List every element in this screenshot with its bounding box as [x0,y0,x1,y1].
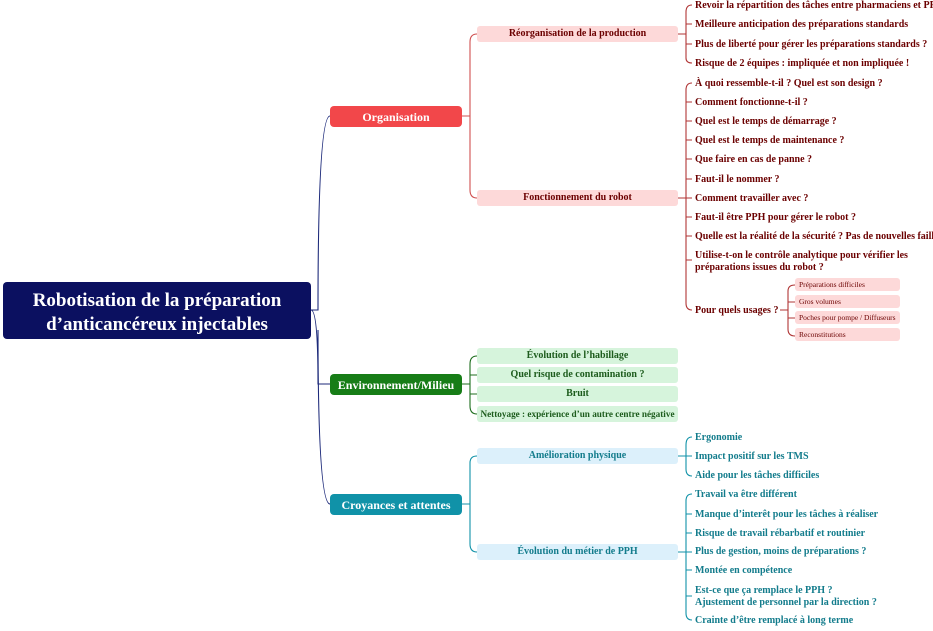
topic-evolution-metier[interactable]: Évolution du métier de PPH [477,544,678,560]
leaf-text: Aide pour les tâches difficiles [695,470,820,481]
leaf-reorg-3[interactable]: Plus de liberté pour gérer les préparati… [695,38,927,51]
leaf-amel-1[interactable]: Ergonomie [695,431,742,444]
leaf-text: Utilise-t-on le contrôle analytique pour… [695,250,908,261]
usage-text: Poches pour pompe / Diffuseurs [799,313,896,322]
leaf-robot-2[interactable]: Comment fonctionne-t-il ? [695,96,808,109]
link-robot-leaves [678,82,693,311]
root-title: Robotisation de la préparation d’antican… [32,290,282,335]
leaf-amel-3[interactable]: Aide pour les tâches difficiles [695,469,819,482]
leaf-evol-5[interactable]: Montée en compétence [695,564,792,577]
leaf-text: Faut-il le nommer ? [695,174,780,185]
topic-fonctionnement-label: Fonctionnement du robot [523,192,632,203]
topic-reorganisation-label: Réorganisation de la production [508,28,647,39]
leaf-robot-10[interactable]: Utilise-t-on le contrôle analytique pour… [695,249,908,262]
topic-croyances-label: Croyances et attentes [341,498,451,512]
leaf-text: Crainte d’être remplacé à long terme [695,615,854,626]
leaf-evol-6b: Ajustement de personnel par la direction… [695,596,877,609]
leaf-text: Faut-il être PPH pour gérer le robot ? [695,212,856,223]
link-org-sub [462,33,478,199]
leaf-robot-10b: préparations issues du robot ? [695,261,824,274]
leaf-evol-7[interactable]: Crainte d’être remplacé à long terme [695,614,853,627]
usage-item-3[interactable]: Poches pour pompe / Diffuseurs [795,311,900,324]
leaf-robot-6[interactable]: Faut-il le nommer ? [695,173,780,186]
usage-text: Reconstitutions [799,330,846,339]
leaf-text: Revoir la répartition des tâches entre p… [695,0,933,11]
env-item-3[interactable]: Bruit [477,386,678,402]
leaf-usages[interactable]: Pour quels usages ? [695,304,778,317]
root-topic[interactable]: Robotisation de la préparation d’antican… [3,282,311,339]
leaf-text: Plus de liberté pour gérer les préparati… [695,39,928,50]
leaf-text: Comment fonctionne-t-il ? [695,97,808,108]
link-reorg-leaves [678,4,693,64]
leaf-robot-1[interactable]: À quoi ressemble-t-il ? Quel est son des… [695,77,883,90]
leaf-text: Comment travailler avec ? [695,193,809,204]
leaf-text: Pour quels usages ? [695,305,779,316]
topic-reorganisation[interactable]: Réorganisation de la production [477,26,678,42]
leaf-evol-6[interactable]: Est-ce que ça remplace le PPH ? [695,584,833,597]
env-item-2[interactable]: Quel risque de contamination ? [477,367,678,383]
link-root-organisation [311,115,331,311]
leaf-robot-7[interactable]: Comment travailler avec ? [695,192,808,205]
leaf-text: Manque d’interêt pour les tâches à réali… [695,509,879,520]
env-item-4[interactable]: Nettoyage : expérience d’un autre centre… [477,406,678,422]
topic-fonctionnement-robot[interactable]: Fonctionnement du robot [477,190,678,206]
leaf-evol-4[interactable]: Plus de gestion, moins de préparations ? [695,545,866,558]
env-item-1[interactable]: Évolution de l’habillage [477,348,678,364]
leaf-robot-4[interactable]: Quel est le temps de maintenance ? [695,134,844,147]
link-root-croyances [317,329,331,505]
link-amel-leaves [678,436,693,477]
leaf-evol-2[interactable]: Manque d’interêt pour les tâches à réali… [695,508,878,521]
link-env [462,355,478,415]
leaf-text: Ajustement de personnel par la direction… [695,597,877,608]
leaf-text: Quelle est la réalité de la sécurité ? P… [695,231,933,242]
link-cro-sub [462,455,478,553]
topic-evolution-label: Évolution du métier de PPH [517,546,638,557]
leaf-evol-3[interactable]: Risque de travail rébarbatif et routinie… [695,527,865,540]
leaf-robot-5[interactable]: Que faire en cas de panne ? [695,153,812,166]
topic-organisation-label: Organisation [362,110,430,124]
env-text: Quel risque de contamination ? [510,369,645,380]
topic-organisation[interactable]: Organisation [330,106,462,127]
leaf-robot-8[interactable]: Faut-il être PPH pour gérer le robot ? [695,211,856,224]
usage-item-1[interactable]: Préparations difficiles [795,278,900,291]
topic-environnement[interactable]: Environnement/Milieu [330,374,462,395]
link-evol-leaves [678,493,693,621]
usage-text: Gros volumes [799,297,841,306]
leaf-text: À quoi ressemble-t-il ? Quel est son des… [695,78,883,89]
leaf-amel-2[interactable]: Impact positif sur les TMS [695,450,809,463]
env-text: Évolution de l’habillage [526,350,629,361]
leaf-text: Montée en compétence [695,565,793,576]
topic-amelioration-label: Amélioration physique [528,450,627,461]
leaf-text: Est-ce que ça remplace le PPH ? [695,585,833,596]
leaf-robot-3[interactable]: Quel est le temps de démarrage ? [695,115,837,128]
topic-amelioration-physique[interactable]: Amélioration physique [477,448,678,464]
usage-item-2[interactable]: Gros volumes [795,295,900,308]
leaf-text: Ergonomie [695,432,743,443]
leaf-text: préparations issues du robot ? [695,262,824,273]
leaf-text: Risque de 2 équipes : impliquée et non i… [695,58,910,69]
leaf-text: Quel est le temps de démarrage ? [695,116,837,127]
leaf-text: Quel est le temps de maintenance ? [695,135,845,146]
leaf-reorg-4[interactable]: Risque de 2 équipes : impliquée et non i… [695,57,909,70]
link-usages [780,284,796,337]
leaf-text: Risque de travail rébarbatif et routinie… [695,528,866,539]
env-text: Nettoyage : expérience d’un autre centre… [480,409,675,419]
leaf-reorg-1[interactable]: Revoir la répartition des tâches entre p… [695,0,933,12]
leaf-evol-1[interactable]: Travail va être différent [695,488,797,501]
leaf-text: Plus de gestion, moins de préparations ? [695,546,867,557]
usage-text: Préparations difficiles [799,280,865,289]
leaf-robot-9[interactable]: Quelle est la réalité de la sécurité ? P… [695,230,933,243]
usage-item-4[interactable]: Reconstitutions [795,328,900,341]
leaf-text: Que faire en cas de panne ? [695,154,813,165]
topic-environnement-label: Environnement/Milieu [337,378,455,392]
link-root-environnement [310,309,330,385]
leaf-text: Travail va être différent [695,489,797,500]
leaf-text: Meilleure anticipation des préparations … [695,19,909,30]
topic-croyances[interactable]: Croyances et attentes [330,494,462,515]
env-text: Bruit [566,388,589,399]
leaf-text: Impact positif sur les TMS [695,451,809,462]
leaf-reorg-2[interactable]: Meilleure anticipation des préparations … [695,18,908,31]
